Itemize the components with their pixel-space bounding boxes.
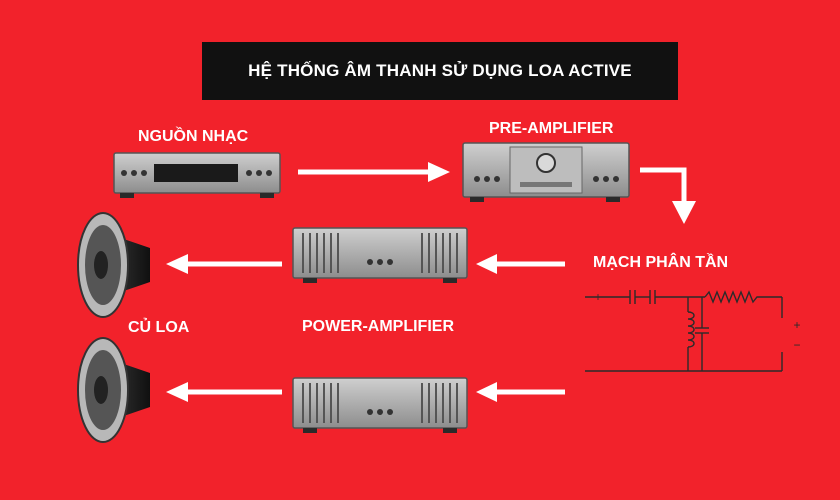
source-label: NGUỒN NHẠC bbox=[138, 128, 249, 145]
speaker-icon bbox=[77, 337, 150, 443]
arrow-icon bbox=[166, 382, 282, 402]
preamp-label: PRE-AMPLIFIER bbox=[489, 120, 614, 137]
speaker-label: CỦ LOA bbox=[128, 319, 190, 336]
crossover-label: MẠCH PHÂN TẦN bbox=[593, 254, 729, 271]
output-positive-label: + bbox=[793, 318, 800, 332]
arrow-icon bbox=[298, 162, 450, 182]
arrow-icon bbox=[476, 382, 565, 402]
preamp-icon bbox=[462, 142, 630, 202]
negative-terminal-label: − bbox=[594, 364, 601, 378]
page-title: HỆ THỐNG ÂM THANH SỬ DỤNG LOA ACTIVE bbox=[248, 61, 632, 80]
positive-terminal-label: + bbox=[594, 290, 601, 304]
title-bar: HỆ THỐNG ÂM THANH SỬ DỤNG LOA ACTIVE bbox=[202, 42, 678, 100]
crossover-circuit-icon bbox=[585, 290, 783, 372]
arrow-icon bbox=[640, 167, 696, 224]
arrow-icon bbox=[476, 254, 565, 274]
output-negative-label: − bbox=[793, 338, 800, 352]
cd-player-icon bbox=[113, 152, 281, 198]
power-amp-label: POWER-AMPLIFIER bbox=[302, 318, 454, 335]
power-amp-icon bbox=[292, 227, 468, 283]
power-amp-icon bbox=[292, 377, 468, 433]
speaker-icon bbox=[77, 212, 150, 318]
arrow-icon bbox=[166, 254, 282, 274]
